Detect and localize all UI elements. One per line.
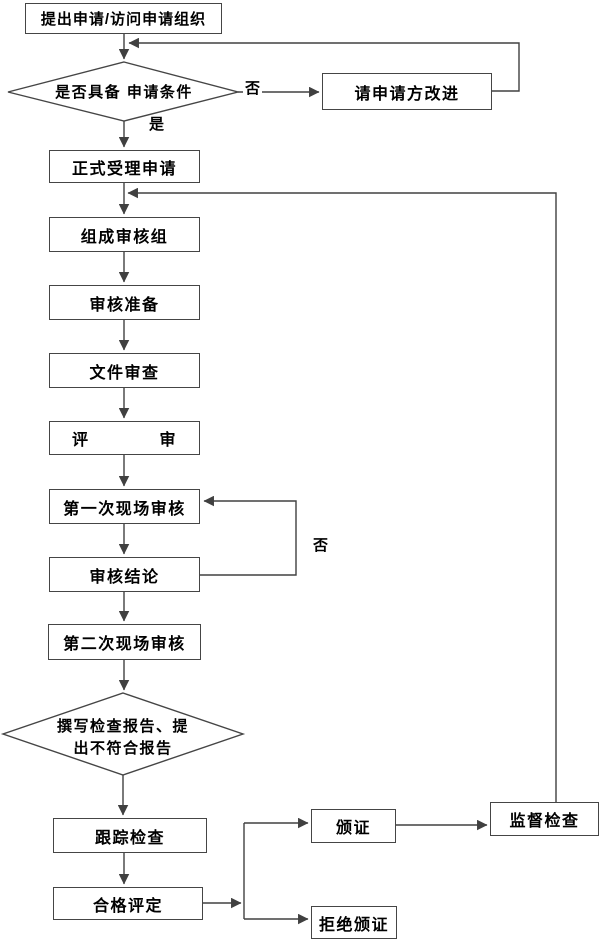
- node-start-label: 提出申请/访问申请组织: [40, 11, 207, 28]
- edge-label-no-conditions: 否: [243, 80, 263, 98]
- node-issue-certificate: 颁证: [311, 809, 396, 843]
- edge-label-no-conclusion: 否: [311, 537, 331, 555]
- edge-supervision-feedback: [127, 187, 557, 802]
- node-supervision-inspection-label: 监督检查: [509, 813, 580, 830]
- node-first-onsite-audit: 第一次现场审核: [49, 489, 200, 524]
- node-evaluation: 评 审: [49, 421, 200, 455]
- node-first-onsite-audit-label: 第一次现场审核: [63, 500, 186, 518]
- node-audit-preparation: 审核准备: [49, 285, 200, 320]
- node-refuse-certificate-label: 拒绝颁证: [318, 916, 389, 934]
- node-second-onsite-audit: 第二次现场审核: [48, 624, 201, 660]
- edge-label-yes-conditions: 是: [147, 116, 167, 134]
- node-formal-acceptance: 正式受理申请: [49, 150, 200, 183]
- node-follow-up-inspection: 跟踪检查: [53, 818, 207, 853]
- node-start: 提出申请/访问申请组织: [25, 3, 222, 34]
- node-follow-up-inspection-label: 跟踪检查: [94, 829, 165, 847]
- node-conformity-assessment: 合格评定: [53, 887, 203, 920]
- node-form-audit-team: 组成审核组: [49, 217, 200, 252]
- node-document-review-label: 文件审查: [89, 364, 160, 382]
- node-audit-preparation-label: 审核准备: [89, 296, 160, 314]
- edge-conclusion-no-loop: [200, 495, 297, 576]
- edge-improve-feedback: [128, 37, 520, 92]
- decision-write-report-label: 撰写检查报告、提 出不符合报告: [40, 716, 206, 760]
- node-audit-conclusion: 审核结论: [49, 557, 200, 592]
- node-supervision-inspection: 监督检查: [490, 802, 599, 836]
- decision-write-report-line2: 出不符合报告: [73, 740, 173, 757]
- node-request-improvement-label: 请申请方改进: [354, 85, 460, 103]
- node-second-onsite-audit-label: 第二次现场审核: [63, 636, 186, 653]
- node-issue-certificate-label: 颁证: [335, 820, 371, 837]
- node-refuse-certificate: 拒绝颁证: [311, 906, 397, 939]
- node-formal-acceptance-label: 正式受理申请: [71, 160, 177, 178]
- node-form-audit-team-label: 组成审核组: [80, 228, 169, 246]
- decision-check-conditions-label: 是否具备 申请条件: [55, 84, 193, 101]
- node-document-review: 文件审查: [49, 353, 200, 388]
- node-audit-conclusion-label: 审核结论: [89, 568, 160, 586]
- node-evaluation-label: 评 审: [71, 432, 177, 449]
- decision-write-report-line1: 撰写检查报告、提: [56, 718, 189, 735]
- node-conformity-assessment-label: 合格评定: [92, 897, 163, 915]
- node-request-improvement: 请申请方改进: [322, 73, 492, 110]
